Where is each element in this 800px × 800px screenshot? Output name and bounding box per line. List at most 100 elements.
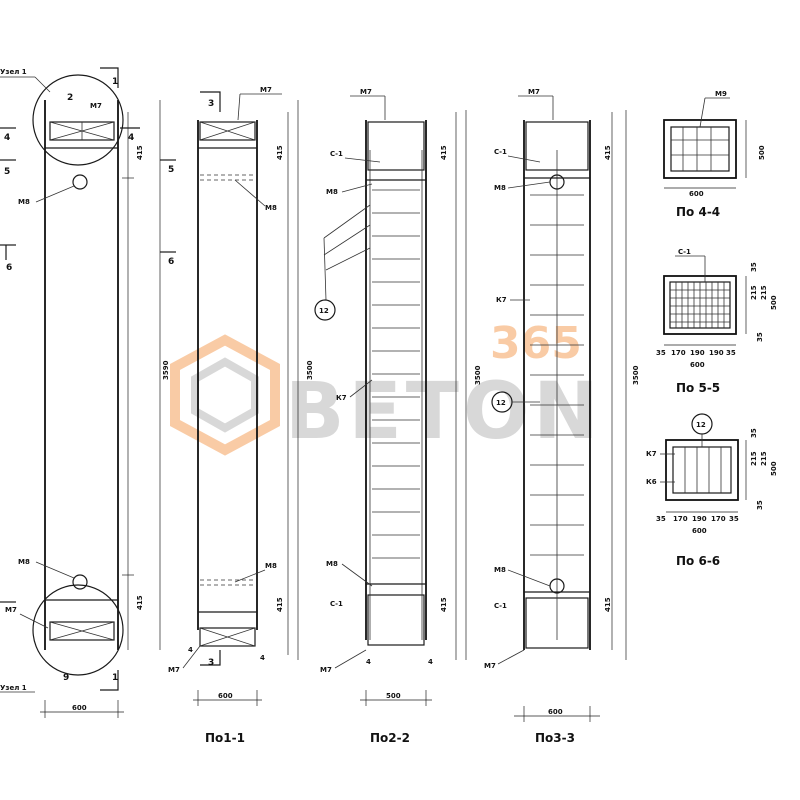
svg-text:415: 415 [440,597,448,612]
svg-text:М8: М8 [18,198,30,206]
svg-text:М8: М8 [326,560,338,568]
svg-text:415: 415 [604,597,612,612]
watermark-logo-inner [191,357,259,433]
svg-text:4: 4 [428,658,433,666]
svg-text:35: 35 [726,349,736,357]
svg-text:170: 170 [711,515,726,523]
svg-text:9: 9 [63,673,69,683]
svg-text:М7: М7 [260,86,272,94]
svg-text:4: 4 [260,654,265,662]
svg-text:215: 215 [750,285,758,300]
svg-text:35: 35 [750,428,758,438]
label-uzel-bottom: Узел 1 [0,684,27,692]
svg-text:М8: М8 [494,566,506,574]
svg-text:35: 35 [756,332,764,342]
svg-text:12: 12 [319,307,329,315]
svg-text:3: 3 [208,99,214,109]
svg-text:4: 4 [366,658,371,666]
callout-12-view-2 [314,299,336,321]
svg-text:3500: 3500 [474,365,482,385]
svg-text:12: 12 [696,421,706,429]
svg-text:500: 500 [770,461,778,476]
svg-text:М7: М7 [90,102,102,110]
label-uzel-top: Узел 1 [0,68,27,76]
svg-text:5: 5 [4,167,10,177]
svg-text:170: 170 [671,349,686,357]
svg-text:К7: К7 [496,296,507,304]
svg-text:М7: М7 [360,88,372,96]
svg-text:415: 415 [440,145,448,160]
svg-text:12: 12 [496,399,506,407]
svg-text:600: 600 [689,190,704,198]
svg-text:М7: М7 [320,666,332,674]
caption-section-6-6: По 6-6 [676,554,720,568]
svg-text:М7: М7 [528,88,540,96]
svg-text:М7: М7 [5,606,17,614]
svg-text:35: 35 [729,515,739,523]
caption-section-5-5: По 5-5 [676,381,720,395]
watermark-number: 365 [490,318,582,369]
svg-text:415: 415 [604,145,612,160]
watermark-logo-hexagon [170,334,280,456]
svg-text:600: 600 [690,361,705,369]
svg-text:3500: 3500 [306,360,314,380]
svg-text:415: 415 [276,597,284,612]
section-4-4: М9 500 600 По 4-4 [663,90,766,219]
svg-text:М8: М8 [265,562,277,570]
svg-text:415: 415 [276,145,284,160]
svg-text:К6: К6 [646,478,657,486]
svg-text:500: 500 [758,145,766,160]
svg-text:С-1: С-1 [494,148,507,156]
svg-text:М8: М8 [326,188,338,196]
svg-text:3: 3 [208,658,214,668]
svg-text:190: 190 [709,349,724,357]
svg-text:С-1: С-1 [678,248,691,256]
svg-text:190: 190 [690,349,705,357]
svg-text:4: 4 [188,646,193,654]
svg-text:М7: М7 [168,666,180,674]
svg-text:500: 500 [770,295,778,310]
section-5-5: С-1 35 215 215 500 35 35 170 190 190 35 … [656,248,778,395]
watermark: 365 BETON [170,318,603,457]
svg-text:К7: К7 [336,394,347,402]
column-view-1-1: 3 3 5 6 М7 М8 М8 М7 4 4 415 415 3500 600… [160,86,314,745]
svg-text:К7: К7 [646,450,657,458]
section-6-6: 12 К7 К6 35 215 215 500 35 35 170 190 17… [646,413,778,568]
svg-text:600: 600 [548,708,563,716]
svg-text:3500: 3500 [632,365,640,385]
caption-section-4-4: По 4-4 [676,205,720,219]
column-view-2-2: М7 С-1 М8 12 К7 М8 С-1 М7 4 4 415 415 35… [314,88,482,745]
svg-text:М8: М8 [265,204,277,212]
svg-text:215: 215 [760,451,768,466]
svg-text:190: 190 [692,515,707,523]
svg-text:4: 4 [4,133,10,143]
svg-text:С-1: С-1 [330,150,343,158]
svg-text:5: 5 [168,165,174,175]
svg-text:М8: М8 [494,184,506,192]
svg-text:35: 35 [756,500,764,510]
svg-text:С-1: С-1 [494,602,507,610]
svg-text:35: 35 [656,515,666,523]
caption-view-1-1: По1-1 [205,731,245,745]
caption-view-2-2: По2-2 [370,731,410,745]
watermark-brand: BETON [285,367,603,457]
column-view-3-3: М7 С-1 М8 К7 12 М8 С-1 М7 415 415 3500 6… [484,88,640,745]
column-view-a: 1 1 4 5 6 4 Узел 1 2 М7 М8 М8 М7 Узел 1 … [0,67,170,718]
insert-m8-bottom [72,574,88,590]
svg-text:35: 35 [656,349,666,357]
svg-text:170: 170 [673,515,688,523]
insert-m8-top [72,174,88,190]
svg-text:6: 6 [168,257,174,267]
svg-text:4: 4 [128,133,134,143]
svg-text:1: 1 [112,673,118,683]
svg-text:6: 6 [6,263,12,273]
svg-text:500: 500 [386,692,401,700]
svg-text:600: 600 [692,527,707,535]
svg-text:215: 215 [750,451,758,466]
svg-text:М9: М9 [715,90,727,98]
svg-text:600: 600 [218,692,233,700]
svg-text:М8: М8 [18,558,30,566]
svg-text:415: 415 [136,145,144,160]
svg-text:3590: 3590 [162,360,170,380]
